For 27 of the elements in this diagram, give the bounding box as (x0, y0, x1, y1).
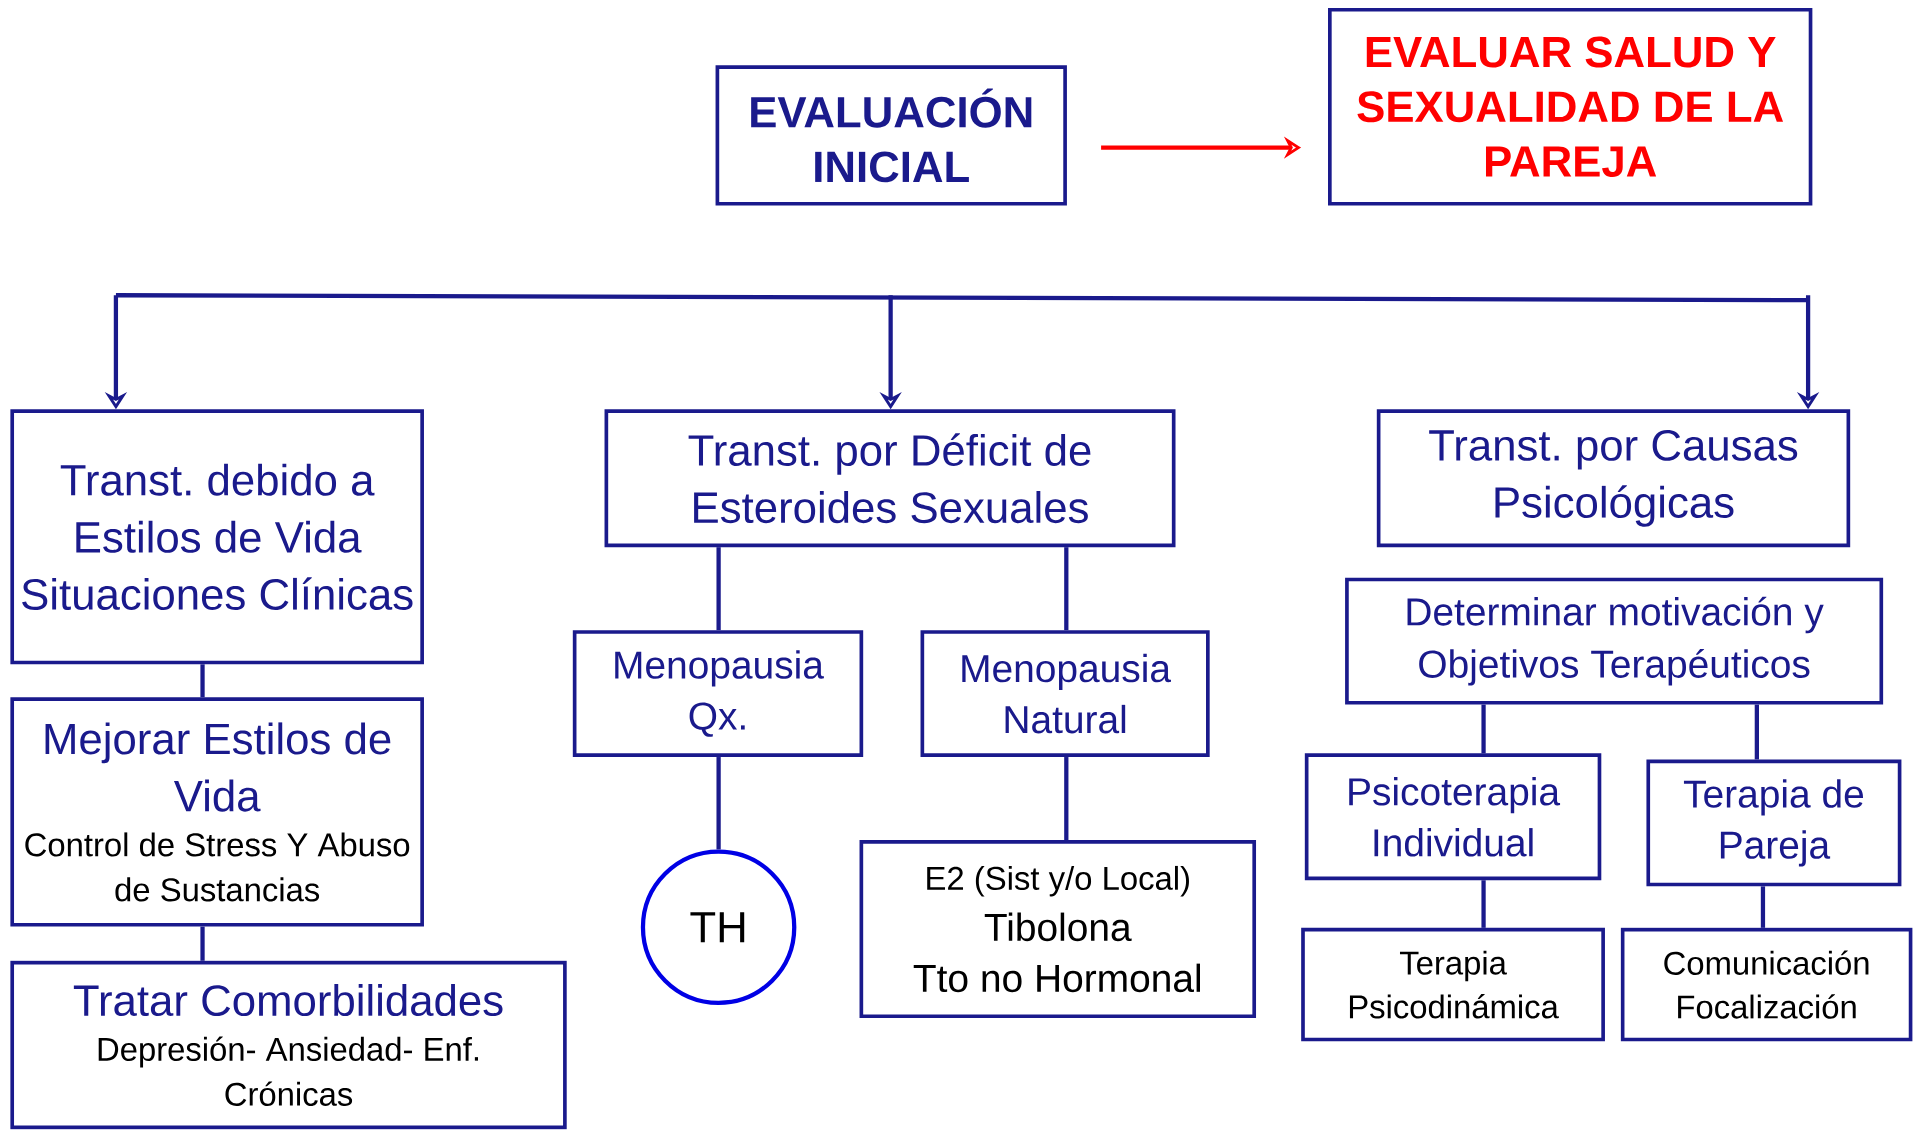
process-box: Comunicación Focalización (1620, 927, 1913, 1042)
process-box: Transt. por Déficit de Esteroides Sexuales (604, 409, 1176, 548)
connector-line (1754, 704, 1759, 760)
connector-line (115, 293, 1809, 303)
process-box: Determinar motivación y Objetivos Terapéuticos (1345, 577, 1884, 705)
connector-line (1064, 547, 1069, 631)
connector-line (200, 664, 205, 698)
process-box: Terapia de Pareja (1646, 759, 1902, 887)
connector-line (200, 926, 205, 961)
process-box: Terapia Psicodinámica (1301, 927, 1605, 1042)
process-box: Menopausia Qx. (572, 630, 864, 758)
connector-line (1481, 704, 1486, 754)
connector-line (1760, 886, 1766, 928)
connector-line (716, 547, 721, 631)
process-box: EVALUACIÓN INICIAL (715, 65, 1067, 206)
process-box: Psicoterapia Individual (1304, 753, 1602, 881)
connector-line (1481, 880, 1486, 928)
process-box: E2 (Sist y/o Local) Tibolona Tto no Hormonal (859, 840, 1257, 1019)
connector-line (716, 757, 721, 850)
process-box: EVALUAR SALUD Y SEXUALIDAD DE LA PAREJA (1328, 8, 1813, 206)
process-box: Transt. por Causas Psicológicas (1376, 409, 1851, 548)
process-box: Tratar Comorbilidades Depresión- Ansiedad- Enf. Crónicas (10, 960, 567, 1130)
process-box: Mejorar Estilos de Vida Control de Stress Y Abuso de Sustancias (10, 697, 424, 927)
process-box: Menopausia Natural (920, 630, 1210, 758)
connector-line (1064, 757, 1069, 841)
process-box: Transt. debido a Estilos de Vida Situaciones Clínicas (10, 409, 424, 665)
circle-node: TH (640, 849, 797, 1006)
